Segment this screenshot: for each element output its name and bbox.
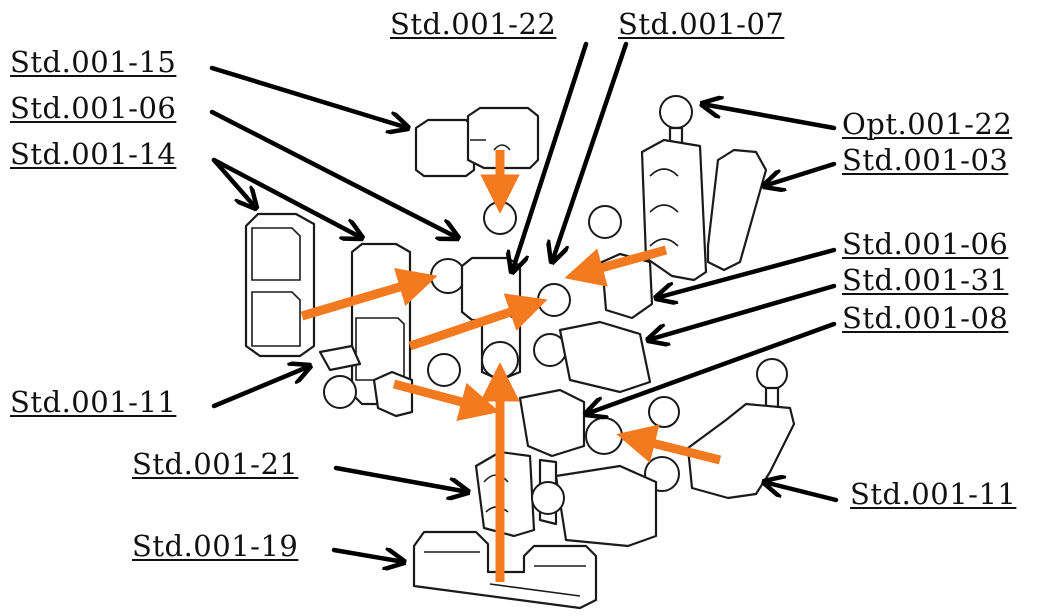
leader-std-001-14-b <box>211 157 362 238</box>
assembly-arrow <box>408 293 548 351</box>
leader-std-001-03 <box>764 161 837 186</box>
leader-std-001-11-left <box>211 366 310 409</box>
label-std-001-21: Std.001-21 <box>132 447 299 481</box>
label-std-001-31: Std.001-31 <box>842 263 1009 297</box>
part-std-001-19 <box>412 530 598 610</box>
leader-std-001-11-right <box>764 482 839 503</box>
label-std-001-06-right: Std.001-06 <box>842 227 1009 261</box>
label-std-001-15: Std.001-15 <box>10 45 177 79</box>
label-std-001-19: Std.001-19 <box>132 529 299 563</box>
leader-std-001-31 <box>648 283 837 340</box>
part-opt-001-22-assembly <box>640 95 768 282</box>
leader-std-001-14-a <box>211 157 256 208</box>
leader-std-001-06-right <box>656 247 837 298</box>
assembly-arrow <box>564 245 668 287</box>
label-std-001-11-right: Std.001-11 <box>850 477 1017 511</box>
label-std-001-07: Std.001-07 <box>618 7 785 41</box>
leader-std-001-22 <box>512 41 589 272</box>
label-std-001-22: Std.001-22 <box>390 7 557 41</box>
label-std-001-08: Std.001-08 <box>842 301 1009 335</box>
leader-std-001-06-left <box>209 109 458 238</box>
label-std-001-06-left: Std.001-06 <box>10 91 177 125</box>
assembly-arrow <box>392 379 500 422</box>
assembly-arrow <box>300 268 438 321</box>
leader-std-001-07 <box>552 41 629 262</box>
part-std-001-14-left <box>244 212 316 358</box>
leader-std-001-19 <box>331 550 404 562</box>
assembly-arrow <box>616 424 722 465</box>
label-std-001-14: Std.001-14 <box>10 137 177 171</box>
assembly-arrows <box>300 150 722 582</box>
part-std-001-15 <box>414 106 540 178</box>
leader-std-001-21 <box>333 465 468 492</box>
label-std-001-11-left: Std.001-11 <box>10 385 177 419</box>
leader-std-001-08 <box>586 321 837 414</box>
part-std-001-21 <box>474 450 658 548</box>
leader-lines <box>209 41 839 562</box>
part-std-001-11-right <box>644 358 796 500</box>
leader-std-001-15 <box>209 65 408 128</box>
leader-opt-001-22 <box>702 104 837 131</box>
label-opt-001-22: Opt.001-22 <box>842 107 1013 141</box>
label-std-001-03: Std.001-03 <box>842 143 1009 177</box>
